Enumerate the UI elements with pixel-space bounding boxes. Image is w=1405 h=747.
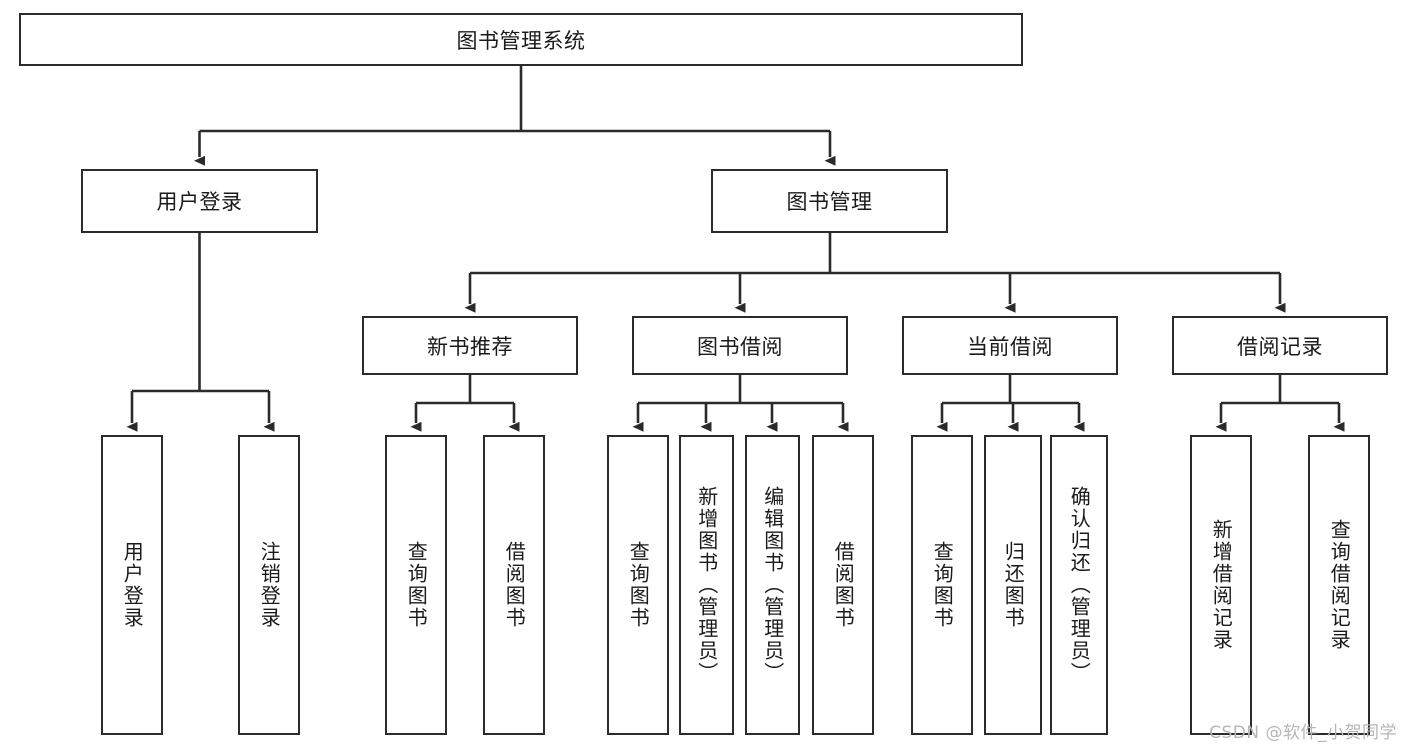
node-leaf-borrow-query-book[interactable]: 查询图书 — [607, 435, 669, 735]
node-leaf-borrow-edit-book[interactable]: 编辑图书（管理员） — [745, 435, 800, 735]
node-root[interactable]: 图书管理系统 — [19, 13, 1023, 66]
node-leaf-current-return-book-label: 归还图书 — [1001, 541, 1026, 629]
node-leaf-current-query-book[interactable]: 查询图书 — [911, 435, 973, 735]
node-leaf-recommend-query-book-label: 查询图书 — [404, 541, 429, 629]
node-leaf-borrow-edit-book-label: 编辑图书（管理员） — [760, 486, 785, 684]
node-leaf-current-return-book[interactable]: 归还图书 — [984, 435, 1042, 735]
node-leaf-borrow-add-book-label: 新增图书（管理员） — [694, 486, 719, 684]
node-leaf-record-query-label: 查询借阅记录 — [1327, 519, 1352, 651]
node-leaf-user-logout[interactable]: 注销登录 — [238, 435, 300, 735]
node-borrow-record-label: 借阅记录 — [1237, 334, 1323, 359]
watermark: CSDN @软件_小贺同学 — [1209, 723, 1397, 743]
node-book-borrow-label: 图书借阅 — [697, 334, 783, 359]
node-leaf-borrow-query-book-label: 查询图书 — [626, 541, 651, 629]
node-current-borrow[interactable]: 当前借阅 — [902, 316, 1118, 375]
node-book-borrow[interactable]: 图书借阅 — [632, 316, 848, 375]
node-new-book-recommend-label: 新书推荐 — [427, 334, 513, 359]
node-book-management[interactable]: 图书管理 — [711, 169, 948, 233]
node-leaf-recommend-borrow-book-label: 借阅图书 — [502, 541, 527, 629]
node-leaf-record-add[interactable]: 新增借阅记录 — [1190, 435, 1252, 735]
node-user-login-label: 用户登录 — [156, 190, 243, 214]
node-leaf-borrow-borrow-book[interactable]: 借阅图书 — [812, 435, 874, 735]
node-leaf-borrow-borrow-book-label: 借阅图书 — [831, 541, 856, 629]
node-user-login[interactable]: 用户登录 — [81, 169, 318, 233]
node-leaf-current-confirm-return-label: 确认归还（管理员） — [1067, 486, 1092, 684]
node-leaf-current-query-book-label: 查询图书 — [930, 541, 955, 629]
node-leaf-borrow-add-book[interactable]: 新增图书（管理员） — [679, 435, 734, 735]
node-leaf-recommend-borrow-book[interactable]: 借阅图书 — [483, 435, 545, 735]
node-leaf-record-add-label: 新增借阅记录 — [1209, 519, 1234, 651]
node-book-management-label: 图书管理 — [786, 190, 873, 214]
node-borrow-record[interactable]: 借阅记录 — [1172, 316, 1388, 375]
node-leaf-record-query[interactable]: 查询借阅记录 — [1308, 435, 1370, 735]
node-leaf-user-login[interactable]: 用户登录 — [101, 435, 163, 735]
node-leaf-current-confirm-return[interactable]: 确认归还（管理员） — [1050, 435, 1108, 735]
node-new-book-recommend[interactable]: 新书推荐 — [362, 316, 578, 375]
node-leaf-user-login-label: 用户登录 — [120, 541, 145, 629]
node-root-label: 图书管理系统 — [456, 28, 586, 53]
node-leaf-recommend-query-book[interactable]: 查询图书 — [385, 435, 447, 735]
node-leaf-user-logout-label: 注销登录 — [257, 541, 282, 629]
node-current-borrow-label: 当前借阅 — [967, 334, 1053, 359]
